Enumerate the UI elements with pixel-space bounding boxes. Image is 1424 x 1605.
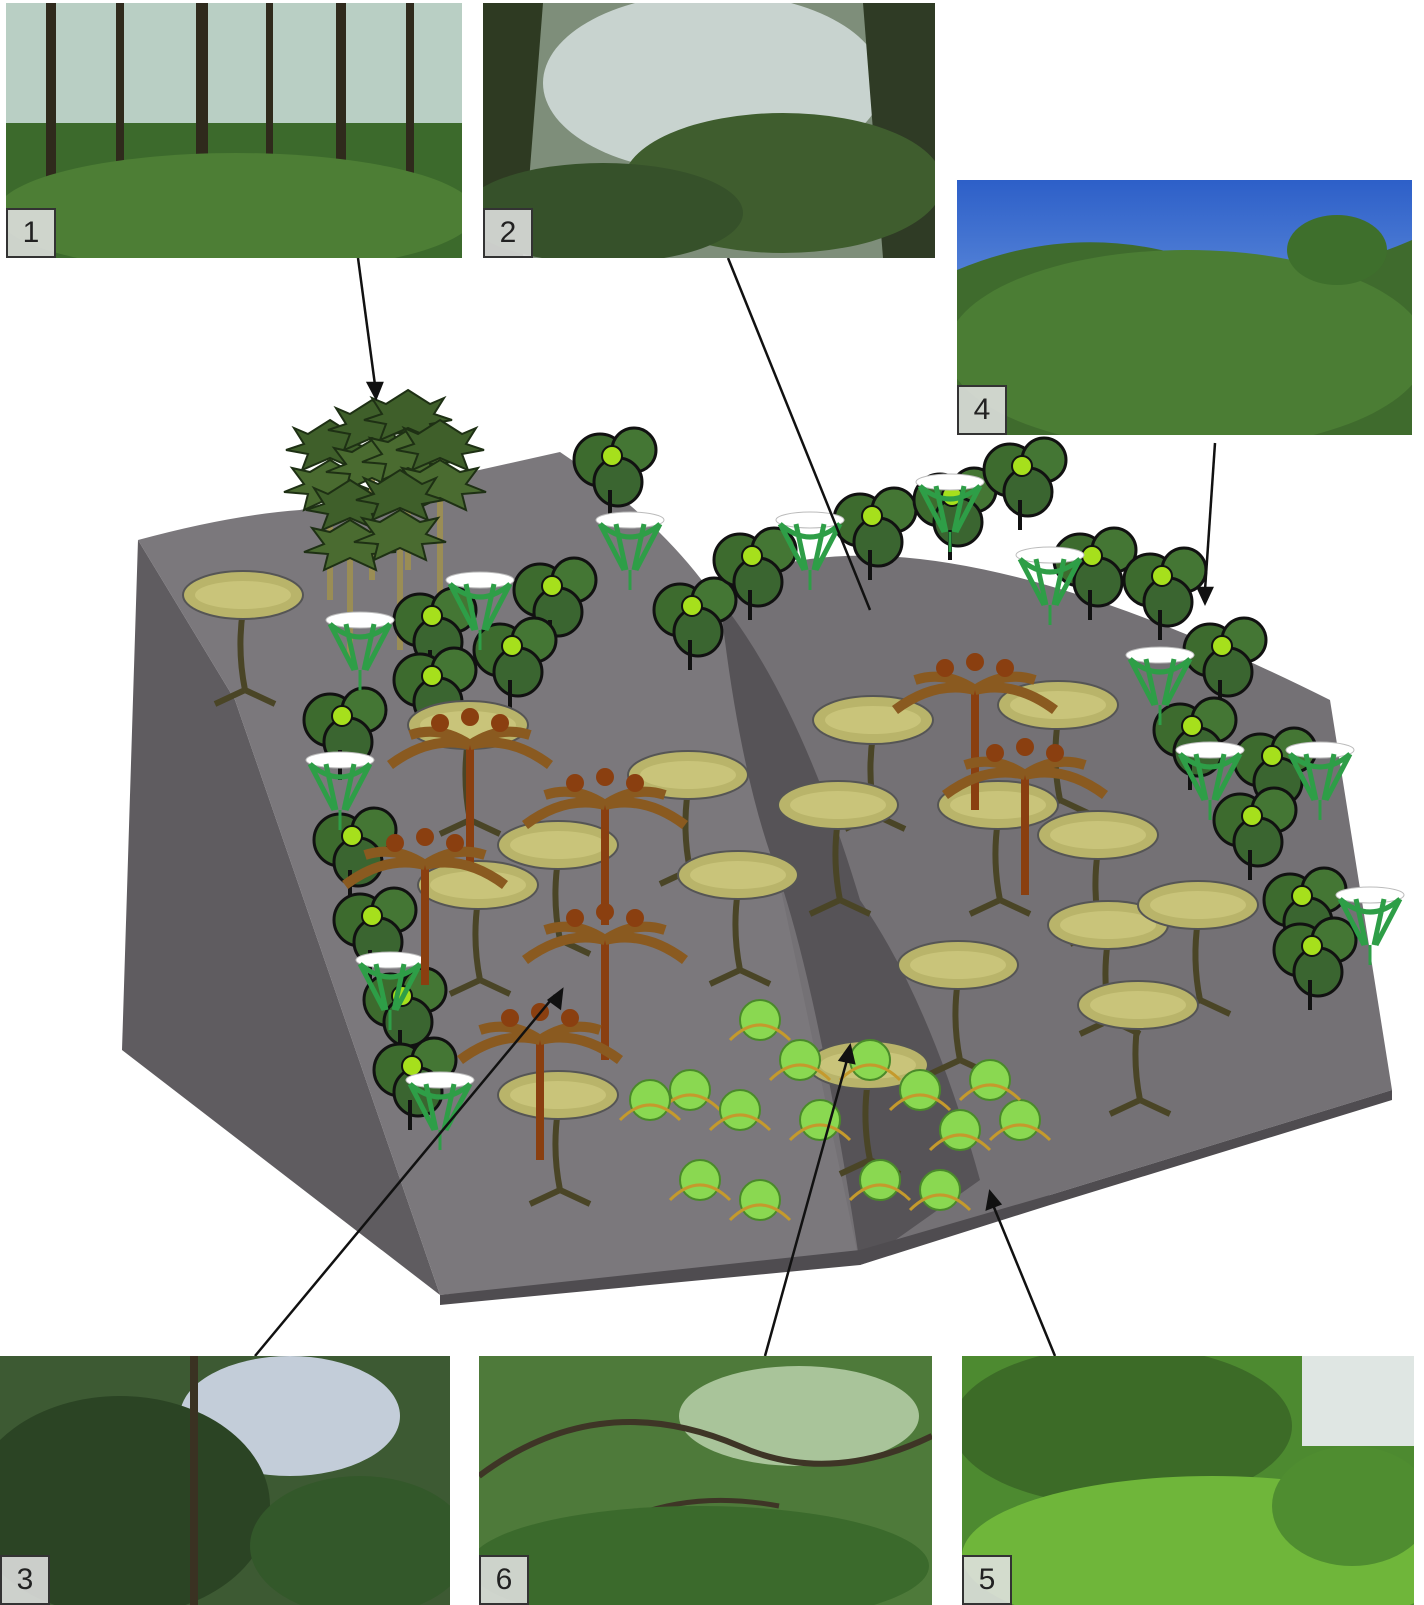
photo-5: 5 [962, 1356, 1414, 1605]
photo-6-image [479, 1356, 932, 1605]
pointer-arrows [254, 257, 1217, 1357]
photo-2-image [483, 3, 935, 258]
photo-1: 1 [6, 3, 462, 258]
photo-4-image [957, 180, 1412, 435]
photo-6: 6 [479, 1356, 932, 1605]
photo-5-label: 5 [962, 1555, 1012, 1605]
photo-4: 4 [957, 180, 1412, 435]
photo-2-label: 2 [483, 208, 533, 258]
photo-1-label: 1 [6, 208, 56, 258]
photo-3-image [0, 1356, 450, 1605]
photo-1-image [6, 3, 462, 258]
photo-2: 2 [483, 3, 935, 258]
photo-5-image [962, 1356, 1414, 1605]
photo-6-label: 6 [479, 1555, 529, 1605]
photo-3-label: 3 [0, 1555, 50, 1605]
photo-4-label: 4 [957, 385, 1007, 435]
photo-3: 3 [0, 1356, 450, 1605]
